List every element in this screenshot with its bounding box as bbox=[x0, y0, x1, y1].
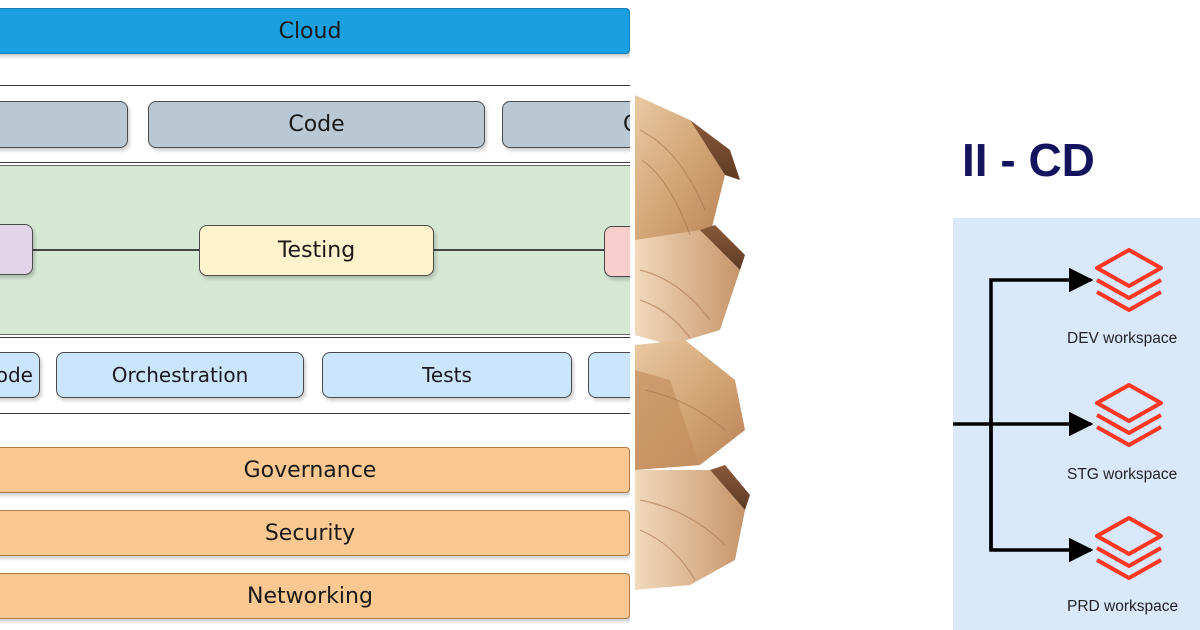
code-tool-box: ode bbox=[0, 352, 40, 398]
networking-layer: Networking bbox=[0, 573, 630, 619]
testing-stage: Testing bbox=[199, 225, 434, 276]
security-label: Security bbox=[264, 520, 356, 546]
tests-box: Tests bbox=[322, 352, 572, 398]
code-box-right: C bbox=[502, 101, 630, 148]
stg-workspace-label: STG workspace bbox=[1067, 466, 1178, 483]
code-box-left bbox=[0, 101, 128, 148]
security-layer: Security bbox=[0, 510, 630, 556]
databricks-logo-icon bbox=[1095, 383, 1163, 447]
prd-arrow bbox=[989, 418, 1094, 563]
cloud-layer: Cloud bbox=[0, 8, 630, 54]
governance-layer: Governance bbox=[0, 447, 630, 493]
tests-label: Tests bbox=[422, 363, 472, 387]
networking-label: Networking bbox=[247, 583, 373, 609]
firewood-photo bbox=[630, 0, 950, 630]
cd-title: II - CD bbox=[962, 134, 1095, 186]
databricks-logo-icon bbox=[1095, 516, 1163, 580]
cd-flow-arrows bbox=[953, 267, 1094, 563]
testing-label: Testing bbox=[277, 238, 356, 263]
pipeline-stage-right bbox=[604, 226, 630, 277]
orchestration-box: Orchestration bbox=[56, 352, 304, 398]
cloud-label: Cloud bbox=[278, 18, 342, 44]
dev-arrow bbox=[989, 267, 1094, 550]
tool-box-right bbox=[588, 352, 630, 398]
governance-label: Governance bbox=[243, 457, 377, 483]
code-box: Code bbox=[148, 101, 485, 148]
orchestration-label: Orchestration bbox=[111, 363, 249, 387]
code-label: Code bbox=[288, 112, 345, 137]
dev-workspace-label: DEV workspace bbox=[1067, 330, 1178, 347]
code-tool-label: ode bbox=[0, 363, 33, 387]
architecture-diagram: Cloud Code C Testing ode Orchestration T… bbox=[0, 8, 630, 619]
databricks-logo-icon bbox=[1095, 248, 1163, 312]
pipeline-stage-left bbox=[0, 224, 33, 275]
prd-workspace-label: PRD workspace bbox=[1067, 598, 1179, 615]
